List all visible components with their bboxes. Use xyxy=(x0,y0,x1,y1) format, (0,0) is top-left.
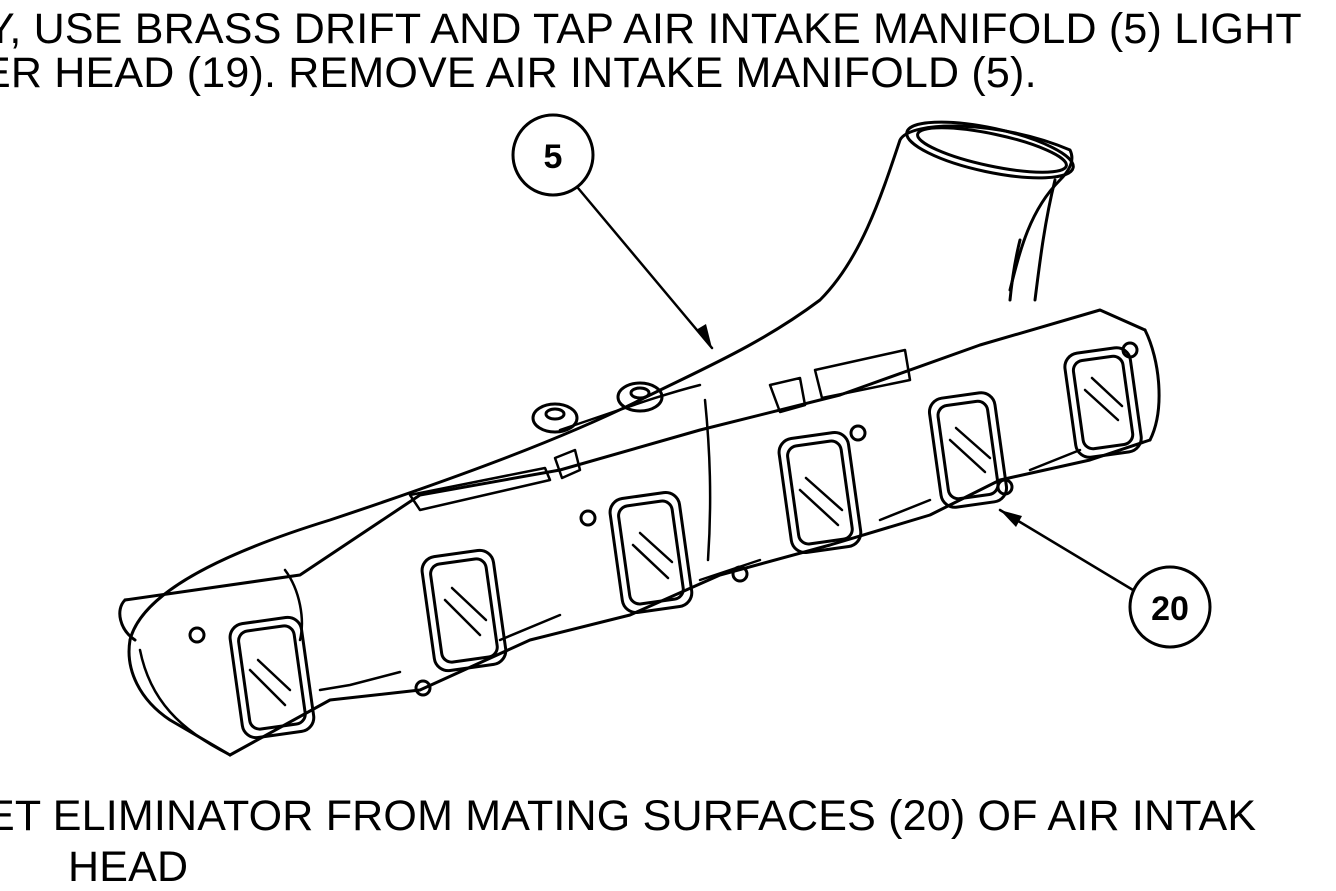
intake-port-4-inner xyxy=(786,439,854,546)
inlet-neck-contour xyxy=(1008,238,1022,302)
intake-ports xyxy=(228,346,1143,740)
leader-arrow-20 xyxy=(1000,510,1022,527)
intake-port-5 xyxy=(927,391,1009,509)
leader-line-5 xyxy=(576,186,714,350)
mounting-boss-1-hole xyxy=(544,407,566,421)
mounting-boss-1 xyxy=(531,402,579,434)
air-inlet-rim-inner xyxy=(916,126,1068,174)
intake-port-1 xyxy=(228,615,316,740)
instruction-line-3: ET ELIMINATOR FROM MATING SURFACES (20) … xyxy=(0,792,1257,840)
manifold-body-outline xyxy=(128,124,1074,642)
body-contour-left xyxy=(138,648,232,757)
callout-label-5: 5 xyxy=(544,138,563,176)
flange-top-edge xyxy=(123,308,1147,602)
air-inlet-rim xyxy=(905,120,1075,180)
bolt-hole-1 xyxy=(188,626,206,644)
bolt-hole-2 xyxy=(414,679,432,697)
intake-port-3 xyxy=(608,491,694,615)
instruction-line-2: ER HEAD (19). REMOVE AIR INTAKE MANIFOLD… xyxy=(0,49,1037,97)
intake-port-6-inner xyxy=(1071,354,1135,451)
bolt-hole-6 xyxy=(996,478,1014,496)
runner-ledges xyxy=(408,348,912,512)
intake-port-5-inner xyxy=(936,399,1000,501)
inlet-neck-contour-2 xyxy=(1033,178,1057,302)
callout-circle-20 xyxy=(1128,565,1212,649)
callout-label-20: 20 xyxy=(1151,590,1189,628)
body-contour-center xyxy=(703,398,712,562)
flange-bead xyxy=(318,448,1082,692)
port-shading xyxy=(248,376,1124,707)
mounting-boss-2-hole xyxy=(629,386,651,400)
manifold-lower-edge xyxy=(127,638,232,757)
intake-port-6 xyxy=(1063,346,1143,459)
intake-port-2 xyxy=(420,548,508,673)
body-contour-top-line xyxy=(558,383,702,432)
intake-port-4 xyxy=(777,431,863,555)
bolt-hole-3 xyxy=(579,509,597,527)
flange-left-end xyxy=(118,598,137,642)
flange-bottom-edge xyxy=(228,438,1152,757)
leader-arrow-5 xyxy=(696,324,712,348)
bolt-hole-5 xyxy=(849,424,867,442)
leader-line-20 xyxy=(998,508,1135,592)
intake-port-2-inner xyxy=(429,557,499,664)
intake-port-1-inner xyxy=(237,624,307,731)
intake-port-3-inner xyxy=(617,499,685,606)
bolt-hole-7 xyxy=(1121,341,1139,359)
air-intake-manifold-illustration: 5 20 xyxy=(118,113,1212,757)
flange-end xyxy=(1143,328,1161,442)
callout-circle-5 xyxy=(511,113,595,197)
body-contour-mid xyxy=(283,568,304,642)
instruction-line-4: HEAD xyxy=(68,843,189,891)
instruction-line-1: Y, USE BRASS DRIFT AND TAP AIR INTAKE MA… xyxy=(0,5,1302,53)
